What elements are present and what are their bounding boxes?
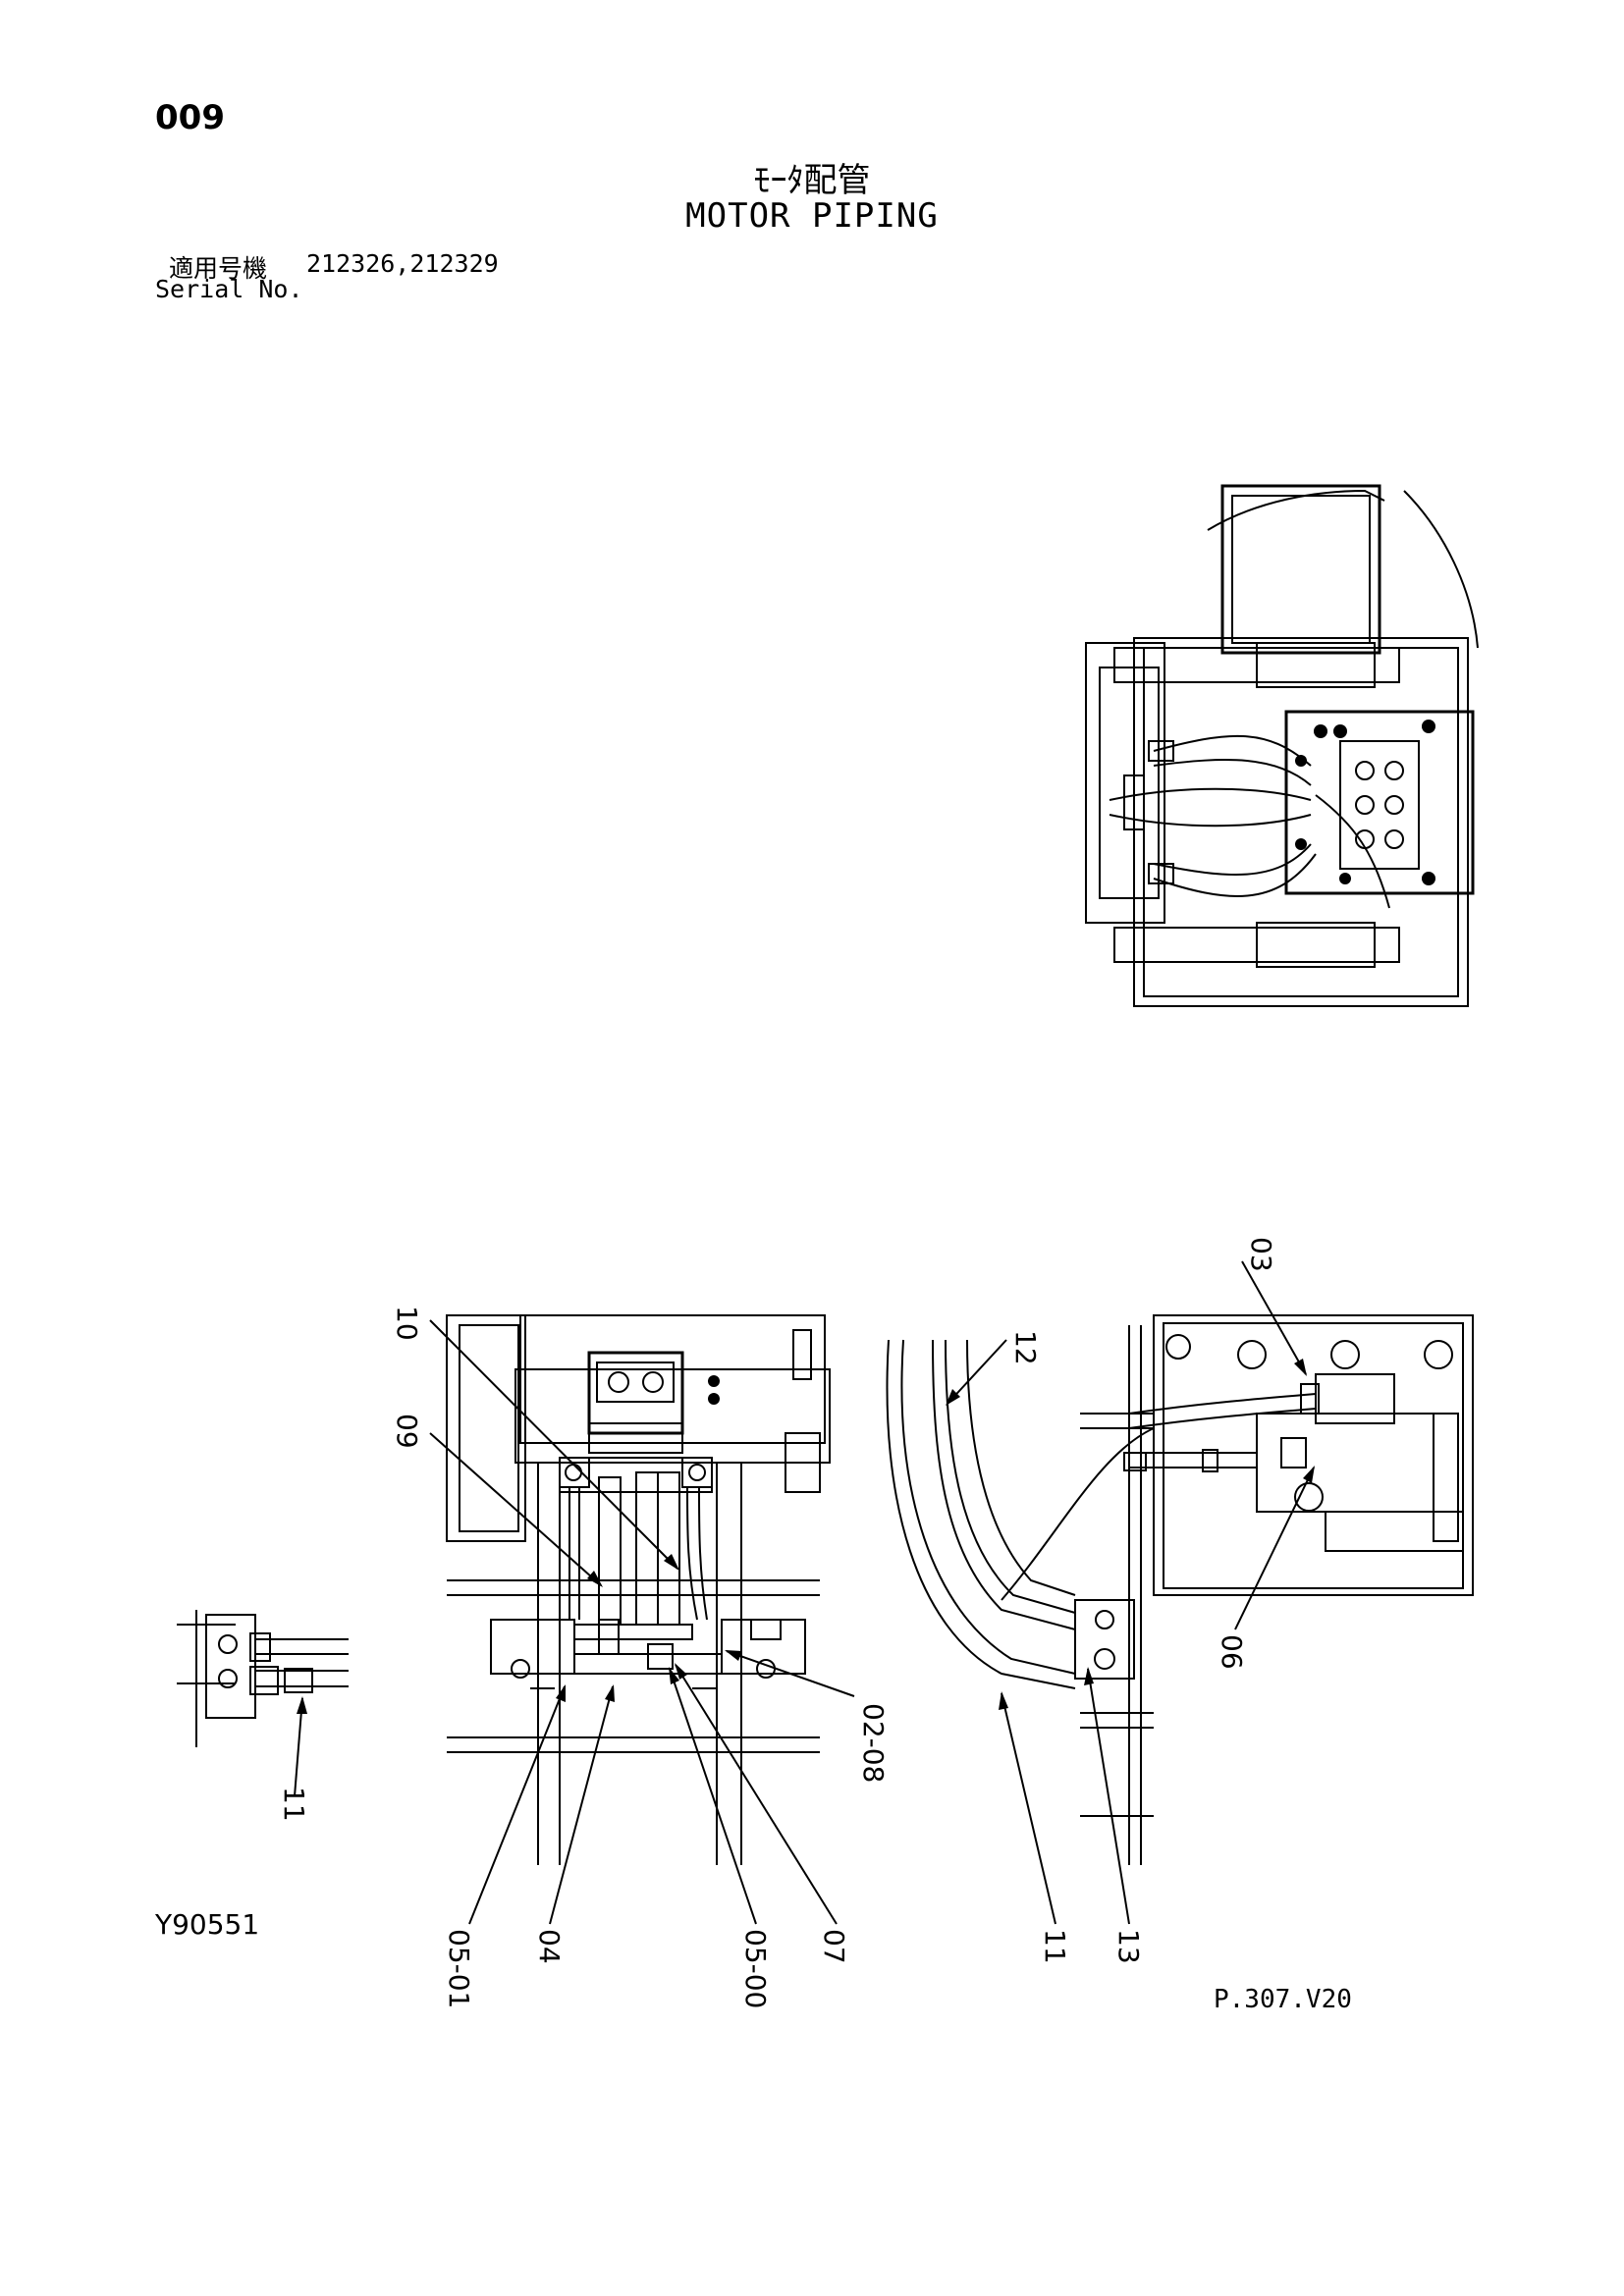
section-number: 009 <box>155 98 225 137</box>
callout-02-08: 02-08 <box>857 1703 890 1783</box>
callout-05-00: 05-00 <box>739 1929 772 2008</box>
serial-label-english: Serial No. <box>155 275 303 303</box>
callout-07: 07 <box>818 1929 850 1964</box>
callout-labels: 03 12 10 09 11 02-08 06 05-01 04 05-00 0… <box>278 1237 1277 2008</box>
callout-06: 06 <box>1216 1634 1248 1670</box>
callout-10: 10 <box>391 1306 423 1341</box>
title-english: MOTOR PIPING <box>685 196 939 236</box>
callout-09: 09 <box>391 1414 423 1449</box>
serial-label-japanese: 適用号機 <box>169 254 268 283</box>
callout-04: 04 <box>533 1929 566 1964</box>
document-number: Y90551 <box>155 1908 260 1941</box>
callout-11-right: 11 <box>1039 1929 1071 1964</box>
callout-12: 12 <box>1009 1330 1042 1365</box>
callout-11-left: 11 <box>278 1787 310 1822</box>
left-detail-view <box>177 1610 349 1797</box>
page-number: P.307.V20 <box>1214 1985 1352 2014</box>
callout-13: 13 <box>1112 1929 1145 1964</box>
overview-view <box>1085 484 1479 1007</box>
center-view <box>429 1314 855 1925</box>
title-japanese: ﾓｰﾀ配管 <box>753 161 871 200</box>
callout-05-01: 05-01 <box>443 1929 475 2008</box>
serial-numbers: 212326,212329 <box>306 249 499 278</box>
right-view <box>886 1260 1474 1925</box>
callout-03: 03 <box>1245 1237 1277 1272</box>
